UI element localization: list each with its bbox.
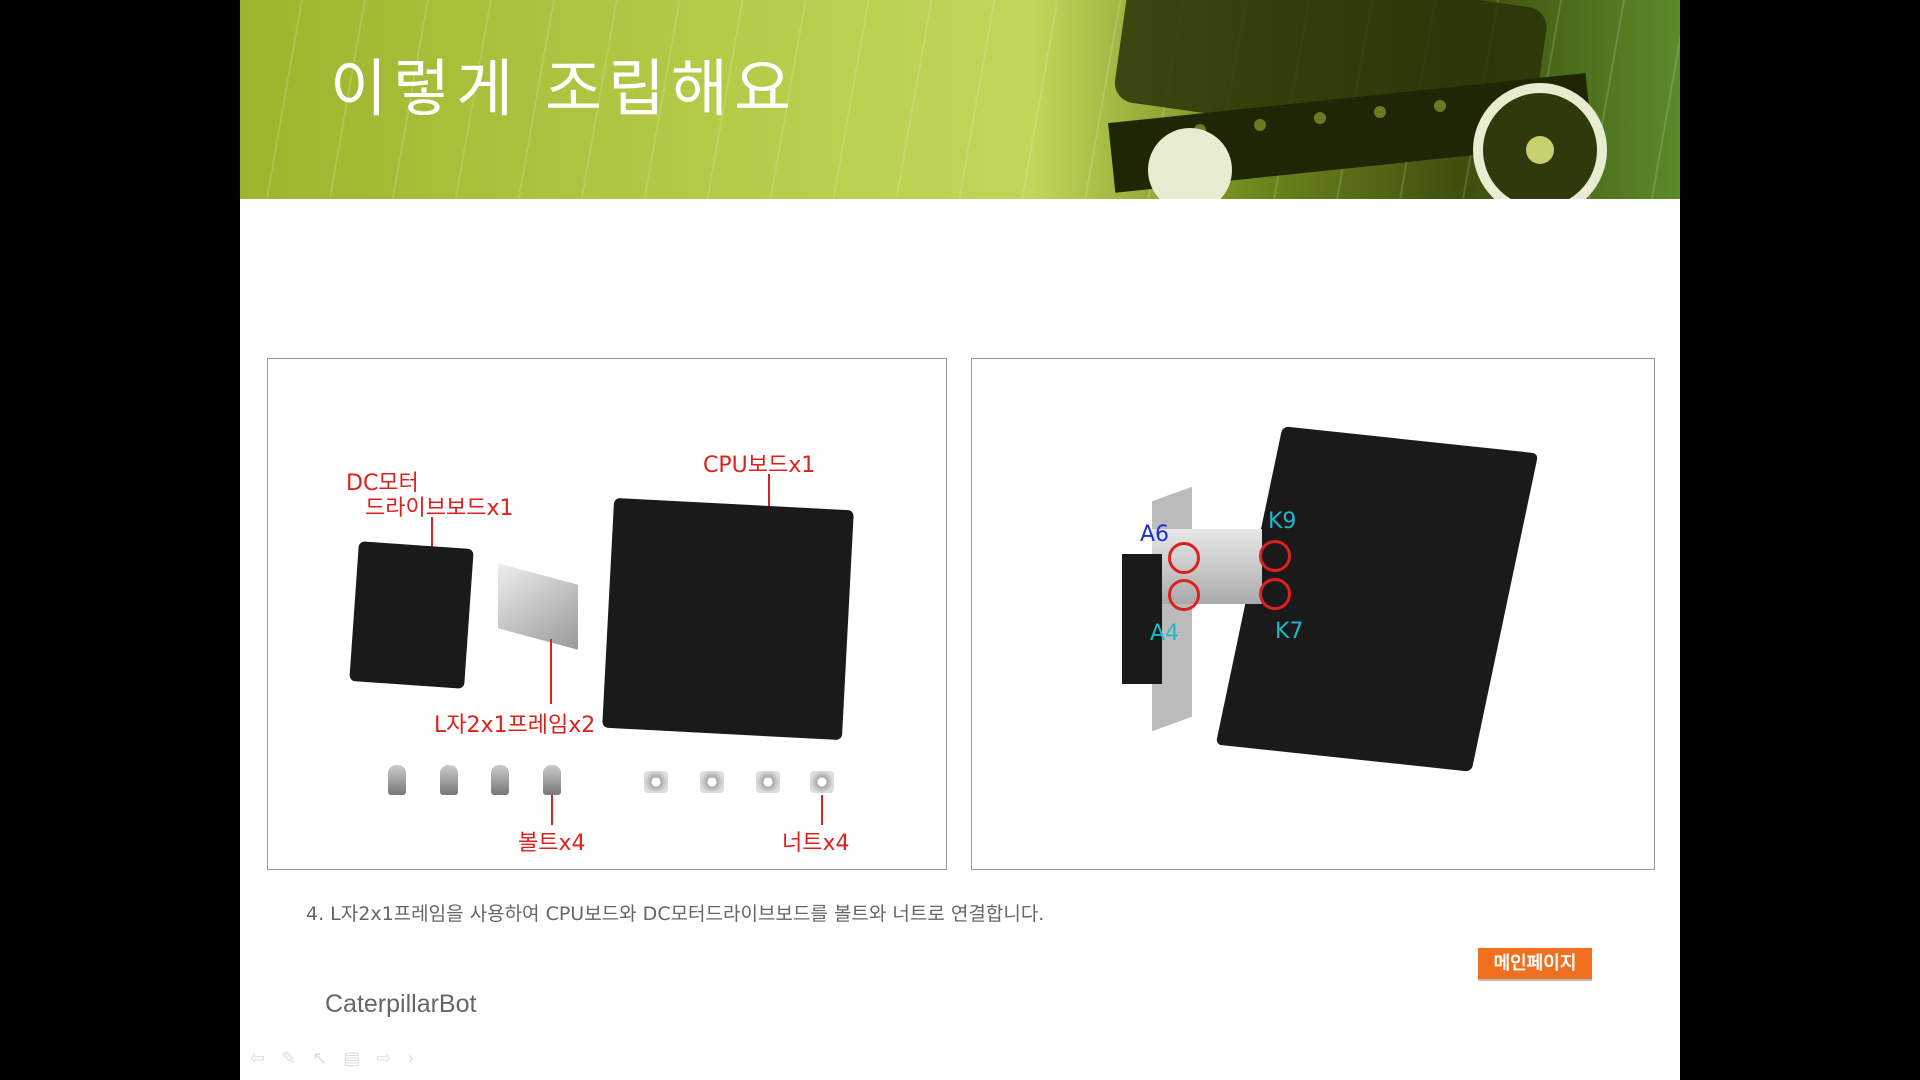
label-dc-motor: DC모터 xyxy=(346,471,419,496)
assembled-photo: A6 A4 K9 K7 xyxy=(971,358,1655,870)
pen-icon[interactable]: ✎ xyxy=(281,1048,297,1069)
l-frame-image xyxy=(498,563,578,650)
header-banner: 이렇게 조립해요 xyxy=(240,0,1680,199)
label-a4: A4 xyxy=(1150,621,1180,646)
label-k7: K7 xyxy=(1275,619,1304,644)
drive-board-image xyxy=(349,541,474,689)
footer-title: CaterpillarBot xyxy=(325,990,477,1018)
robot-image xyxy=(1108,0,1607,199)
slideshow-toolbar: ⇦ ✎ ↖ ▤ ⇨ › xyxy=(250,1048,415,1069)
slides-icon[interactable]: ▤ xyxy=(343,1048,361,1069)
label-a6: A6 xyxy=(1140,522,1170,547)
parts-photo: DC모터 드라이브보드x1 CPU보드x1 L자2x1프레임x2 볼트x4 너트… xyxy=(267,358,947,870)
prev-arrow-icon[interactable]: ⇦ xyxy=(250,1048,266,1069)
step-caption: 4. L자2x1프레임을 사용하여 CPU보드와 DC모터드라이브보드를 볼트와… xyxy=(306,903,1045,925)
chevron-right-icon[interactable]: › xyxy=(407,1048,415,1069)
label-cpu-board: CPU보드x1 xyxy=(703,453,816,478)
label-drive-board: 드라이브보드x1 xyxy=(365,496,514,521)
next-arrow-icon[interactable]: ⇨ xyxy=(376,1048,392,1069)
slide: 이렇게 조립해요 DC모터 드라이브보드x1 CPU보드x1 L자2x1프레임x… xyxy=(240,0,1680,1080)
label-bolt: 볼트x4 xyxy=(518,831,586,856)
cpu-board-image xyxy=(602,497,854,741)
label-k9: K9 xyxy=(1268,509,1297,534)
slide-title: 이렇게 조립해요 xyxy=(330,52,797,125)
label-l-frame: L자2x1프레임x2 xyxy=(434,713,596,738)
pointer-icon[interactable]: ↖ xyxy=(312,1048,328,1069)
label-nut: 너트x4 xyxy=(782,831,850,856)
main-page-button[interactable]: 메인페이지 xyxy=(1478,948,1592,981)
